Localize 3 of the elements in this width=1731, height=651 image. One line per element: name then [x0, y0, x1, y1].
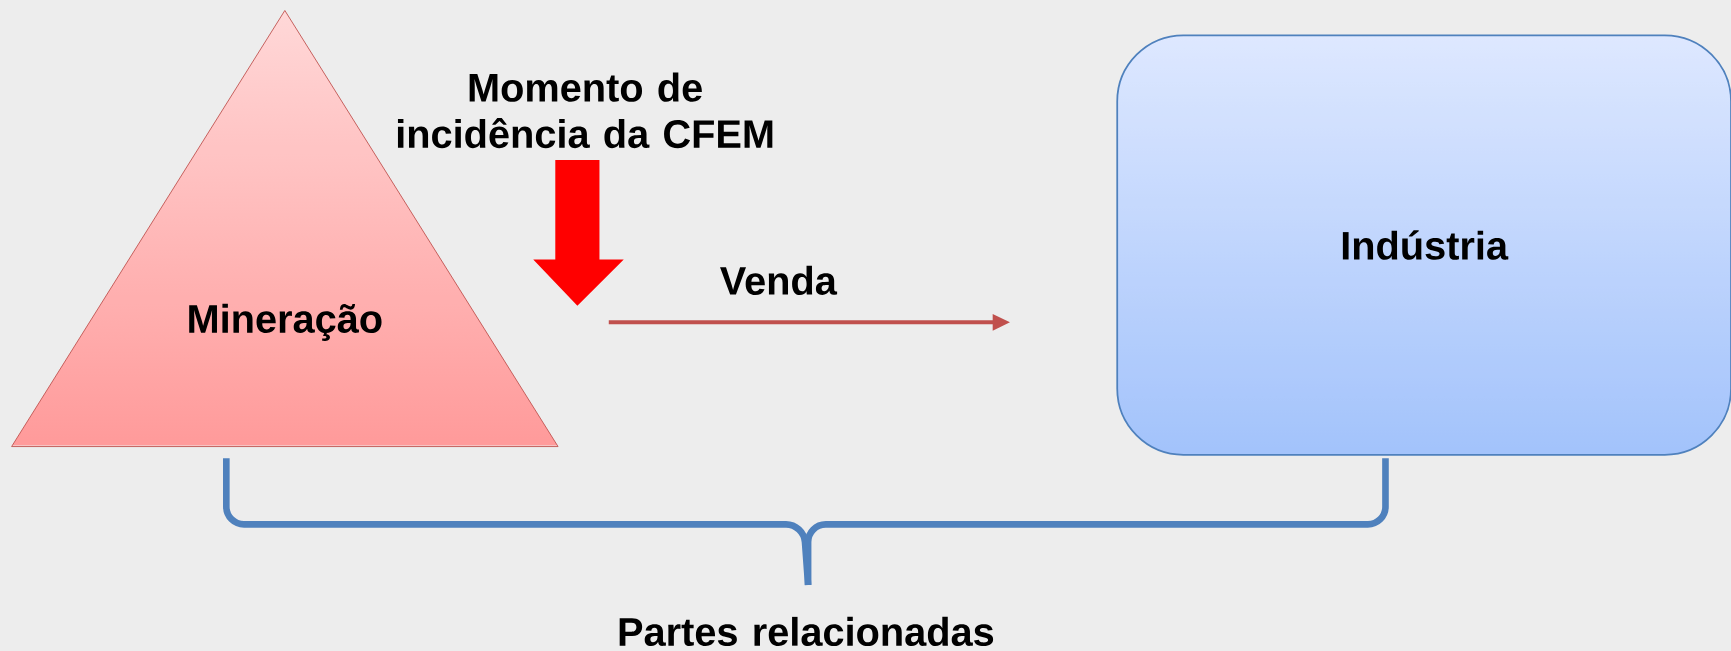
label-text: Partes relacionadas: [619, 616, 994, 646]
edge-label: Venda: [720, 265, 838, 295]
process-box: Indústria: [1116, 34, 1731, 456]
